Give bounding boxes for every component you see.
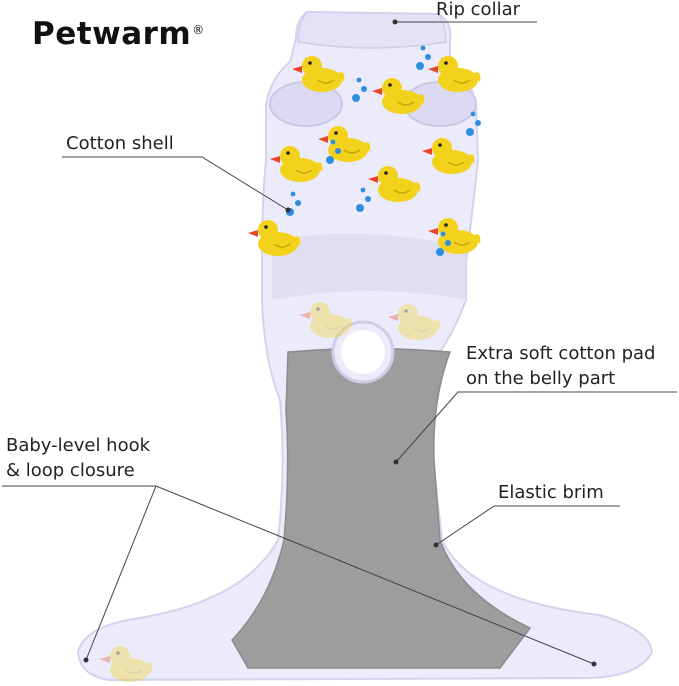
leader-lines [2,21,677,665]
rip-collar-band [297,11,447,49]
leader-elastic-brim [435,505,620,546]
label-elastic-brim: Elastic brim [498,482,604,503]
brand-name: Petwarm [32,16,192,52]
leader-endpoints [83,19,597,667]
registered-mark: ® [192,23,205,37]
label-rip-collar: Rip collar [436,0,520,20]
label-cotton-shell: Cotton shell [66,133,174,154]
label-hook-loop-line2: & loop closure [6,460,135,481]
leader-cotton-shell [62,156,289,211]
brand-logo: Petwarm® [32,14,205,54]
label-belly-pad-line2: on the belly part [466,368,616,389]
label-hook-loop-line1: Baby-level hook [6,435,151,456]
leader-hook-loop-2 [155,485,595,665]
belly-pad [231,347,532,669]
label-belly-pad-line1: Extra soft cotton pad [466,343,656,364]
leader-belly-pad [395,391,677,463]
